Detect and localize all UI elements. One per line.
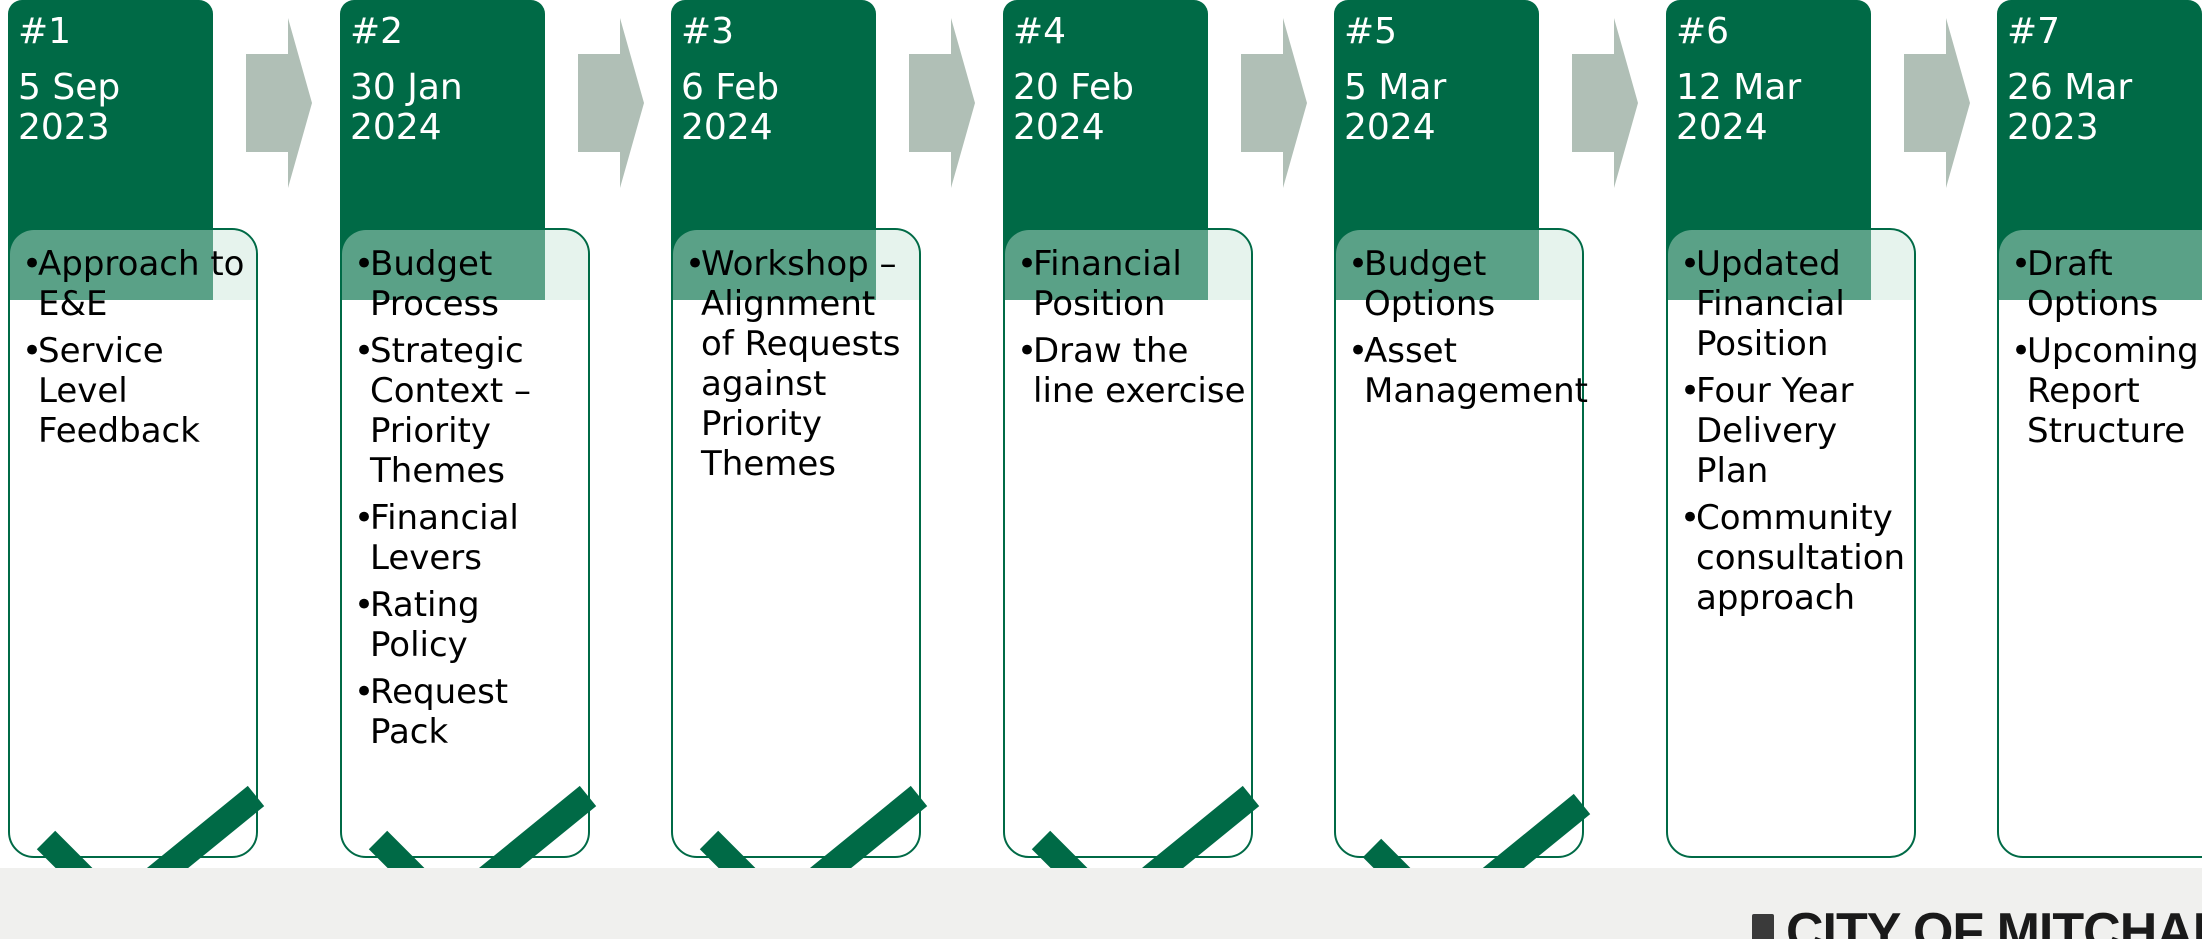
arrow-right-icon (909, 18, 975, 188)
arrow-right-icon (246, 18, 312, 188)
stage-card: Approach to E&EService Level Feedback (8, 228, 258, 858)
footer-bar (0, 868, 2202, 939)
agenda-list: Budget OptionsAsset Management (1348, 244, 1588, 418)
agenda-item: Strategic Context – Priority Themes (354, 331, 544, 491)
stage-date: 6 Feb 2024 (681, 67, 780, 148)
agenda-item: Service Level Feedback (22, 331, 258, 451)
agenda-item: Updated Financial Position (1680, 244, 1908, 364)
agenda-item: Draft Options (2011, 244, 2202, 324)
agenda-list: Financial PositionDraw the line exercise (1017, 244, 1253, 418)
stage-number: #6 (1676, 11, 1730, 52)
agenda-item: Rating Policy (354, 585, 544, 665)
arrow-right-icon (1572, 18, 1638, 188)
stage-card: Budget ProcessStrategic Context – Priori… (340, 228, 590, 858)
stage-card: Updated Financial PositionFour Year Deli… (1666, 228, 1916, 858)
agenda-item: Financial Levers (354, 498, 544, 578)
stage-number: #2 (350, 11, 404, 52)
stage-number: #1 (18, 11, 72, 52)
stage-date: 26 Mar 2023 (2007, 67, 2133, 148)
arrow-right-icon (578, 18, 644, 188)
stage-date: 30 Jan 2024 (350, 67, 463, 148)
agenda-item: Community consultation approach (1680, 498, 1908, 618)
stage-date: 20 Feb 2024 (1013, 67, 1134, 148)
logo-text: CITY OF MITCHAM (1786, 903, 2202, 939)
agenda-item: Asset Management (1348, 331, 1588, 411)
city-logo: CITY OF MITCHAM (1752, 902, 2202, 939)
arrow-right-icon (1904, 18, 1970, 188)
stage-card: Workshop – Alignment of Requests against… (671, 228, 921, 858)
agenda-item: Request Pack (354, 672, 544, 752)
agenda-item: Four Year Delivery Plan (1680, 371, 1908, 491)
agenda-list: Workshop – Alignment of Requests against… (685, 244, 910, 491)
agenda-item: Approach to E&E (22, 244, 258, 324)
stage-card: Draft OptionsUpcoming Report Structure (1997, 228, 2202, 858)
stage-date: 5 Sep 2023 (18, 67, 121, 148)
agenda-item: Draw the line exercise (1017, 331, 1253, 411)
agenda-item: Financial Position (1017, 244, 1253, 324)
stage-card: Budget OptionsAsset Management (1334, 228, 1588, 858)
stage-number: #4 (1013, 11, 1067, 52)
stage-number: #7 (2007, 11, 2061, 52)
stage-card: Financial PositionDraw the line exercise (1003, 228, 1253, 858)
stage-number: #3 (681, 11, 735, 52)
agenda-list: Updated Financial PositionFour Year Deli… (1680, 244, 1908, 625)
agenda-item: Upcoming Report Structure (2011, 331, 2202, 451)
agenda-list: Budget ProcessStrategic Context – Priori… (354, 244, 544, 759)
agenda-list: Approach to E&EService Level Feedback (22, 244, 258, 458)
stage-date: 5 Mar 2024 (1344, 67, 1447, 148)
arrow-right-icon (1241, 18, 1307, 188)
agenda-list: Draft OptionsUpcoming Report Structure (2011, 244, 2202, 458)
agenda-item: Budget Process (354, 244, 544, 324)
agenda-item: Budget Options (1348, 244, 1580, 324)
stage-date: 12 Mar 2024 (1676, 67, 1802, 148)
stage-number: #5 (1344, 11, 1398, 52)
agenda-item: Workshop – Alignment of Requests against… (685, 244, 910, 484)
city-crest-icon (1752, 914, 1774, 939)
